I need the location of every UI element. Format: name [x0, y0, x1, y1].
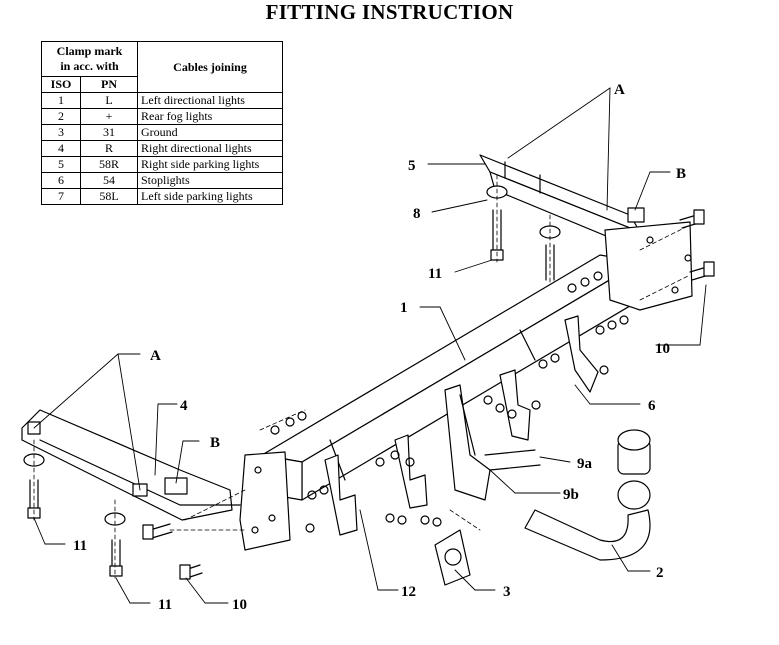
callout-8: 8: [413, 206, 421, 222]
right-bracket: [479, 154, 645, 251]
leader-lines: [33, 87, 707, 604]
cables-header: Cables joining: [137, 41, 283, 93]
page-title: FITTING INSTRUCTION: [265, 0, 514, 24]
clamp-table: Clamp mark in acc. with Cables joining I…: [41, 41, 283, 205]
table-row: 3 31 Ground: [41, 124, 283, 141]
cable-cell: Stoplights: [137, 172, 283, 189]
iso-cell: 7: [41, 188, 81, 205]
callout-9b: 9b: [563, 487, 579, 503]
callout-A-left: A: [150, 348, 161, 364]
callout-10-right: 10: [655, 341, 670, 357]
callout-5: 5: [408, 158, 416, 174]
callout-labels: A B 5 8 11 1 10 A 4 B 6 9a 9b 2 11 11 10…: [73, 82, 686, 613]
callout-11-bottom: 11: [158, 597, 172, 613]
washers: [23, 185, 561, 526]
callout-6: 6: [648, 398, 656, 414]
socket-plate: [434, 529, 471, 586]
pn-cell: 54: [80, 172, 138, 189]
callout-1: 1: [400, 300, 408, 316]
table-row: 7 58L Left side parking lights: [41, 188, 283, 205]
support-brackets: [444, 384, 541, 501]
callout-12: 12: [401, 584, 416, 600]
tow-ball-arm: [524, 429, 651, 561]
callout-9a: 9a: [577, 456, 593, 472]
table-row: 4 R Right directional lights: [41, 140, 283, 157]
angle-brackets: [324, 315, 599, 536]
callout-B-top: B: [676, 166, 686, 182]
callout-A-top: A: [614, 82, 625, 98]
table-row: 6 54 Stoplights: [41, 172, 283, 189]
callout-2: 2: [656, 565, 664, 581]
callout-10-bottom: 10: [232, 597, 247, 613]
callout-3: 3: [503, 584, 511, 600]
clamp-mark-header-line2: in acc. with: [60, 59, 119, 73]
assembly-lines: [33, 174, 691, 579]
left-end-plate: [239, 451, 291, 551]
callout-B-left: B: [210, 435, 220, 451]
pn-cell: 58L: [80, 188, 138, 205]
pn-header: PN: [80, 76, 138, 93]
clamp-mark-header-line1: Clamp mark: [56, 44, 123, 58]
callout-4: 4: [180, 398, 188, 414]
left-bracket: [21, 409, 241, 521]
bolts: [27, 209, 715, 580]
cable-cell: Right side parking lights: [137, 156, 283, 173]
cable-cell: Left side parking lights: [137, 188, 283, 205]
cable-cell: Ground: [137, 124, 283, 141]
right-end-plate: [604, 221, 693, 311]
callout-11-top: 11: [428, 266, 442, 282]
callout-11-left: 11: [73, 538, 87, 554]
cable-cell: Right directional lights: [137, 140, 283, 157]
nuts: [270, 271, 629, 533]
clamp-mark-header: Clamp mark in acc. with: [41, 41, 138, 77]
pn-cell: 31: [80, 124, 138, 141]
